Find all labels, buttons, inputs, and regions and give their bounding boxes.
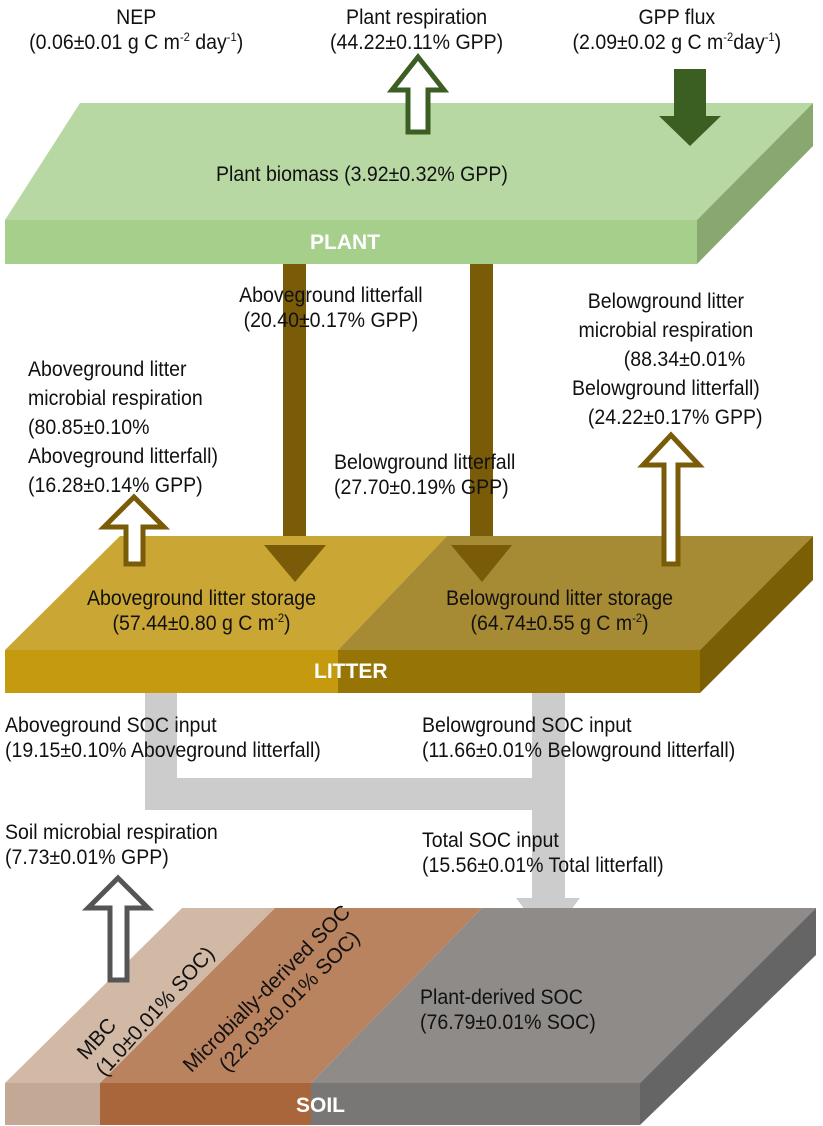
litter-below-front <box>338 650 700 693</box>
soil-plant-front <box>311 1083 640 1125</box>
plant-slab-front <box>5 220 697 264</box>
aboveground-soc-input-label: Aboveground SOC input (19.15±0.10% Above… <box>5 714 321 762</box>
aboveground-litterfall-label: Aboveground litterfall (20.40±0.17% GPP) <box>239 284 423 332</box>
soil-plant-top <box>311 908 816 1083</box>
gpp-flux-value: (2.09±0.02 g C m-2day-1) <box>572 30 782 54</box>
total-soc-input-label: Total SOC input (15.56±0.01% Total litte… <box>422 829 664 877</box>
soil-slab-side <box>640 908 816 1125</box>
aboveground-litter-respiration-arrow-icon <box>97 493 171 567</box>
plant-slab-side <box>697 103 813 264</box>
plant-soc-label: Plant-derived SOC (76.79±0.01% SOC) <box>420 986 596 1034</box>
belowground-litter-respiration-arrow-icon <box>637 431 705 567</box>
belowground-soc-input-label: Belowground SOC input (11.66±0.01% Below… <box>422 714 736 762</box>
aboveground-litterfall-arrowhead-icon <box>264 545 326 582</box>
aboveground-litterfall-column <box>283 264 306 546</box>
belowground-litterfall-arrowhead-icon <box>451 545 512 582</box>
belowground-litter-storage-value: (64.74±0.55 g C m-2) <box>470 611 649 635</box>
aboveground-litter-storage-value: (57.44±0.80 g C m-2) <box>112 611 291 635</box>
gpp-flux-label: GPP flux (2.09±0.02 g C m-2day-1) <box>542 5 812 55</box>
soil-respiration-label: Soil microbial respiration (7.73±0.01% G… <box>5 821 218 869</box>
gpp-flux-arrow-icon <box>659 69 721 146</box>
litter-below-top <box>338 536 813 650</box>
nep-label: NEP (0.06±0.01 g C m-2 day-1) <box>6 5 266 55</box>
aboveground-litter-storage-label: Aboveground litter storage (57.44±0.80 g… <box>62 586 341 636</box>
soil-micro-front <box>100 1083 311 1125</box>
nep-value: (0.06±0.01 g C m-2 day-1) <box>29 30 244 54</box>
belowground-litter-storage-label: Belowground litter storage (64.74±0.55 g… <box>420 586 699 636</box>
plant-slab-top <box>5 103 813 220</box>
aboveground-litter-respiration-label: Aboveground litter microbial respiration… <box>28 358 218 497</box>
belowground-litterfall-label: Belowground litterfall (27.70±0.19% GPP) <box>334 451 516 499</box>
litter-slab-label: LITTER <box>314 660 388 683</box>
belowground-litter-respiration-label: Belowground litter microbial respiration… <box>571 290 763 429</box>
litter-slab-side <box>700 536 813 693</box>
litter-above-front <box>5 650 338 693</box>
soil-micro-top <box>100 908 482 1083</box>
soil-slab-label: SOIL <box>296 1094 346 1117</box>
soil-mbc-front <box>5 1083 100 1125</box>
soil-mbc-top <box>5 908 275 1083</box>
litter-above-top <box>5 536 447 650</box>
soil-respiration-arrow-icon <box>81 874 155 983</box>
plant-biomass-label: Plant biomass (3.92±0.32% GPP) <box>216 163 508 186</box>
plant-slab-label: PLANT <box>310 231 380 254</box>
plant-respiration-arrow-icon <box>386 52 450 135</box>
plant-respiration-label: Plant respiration (44.22±0.11% GPP) <box>329 6 504 54</box>
belowground-litterfall-column <box>470 264 493 546</box>
